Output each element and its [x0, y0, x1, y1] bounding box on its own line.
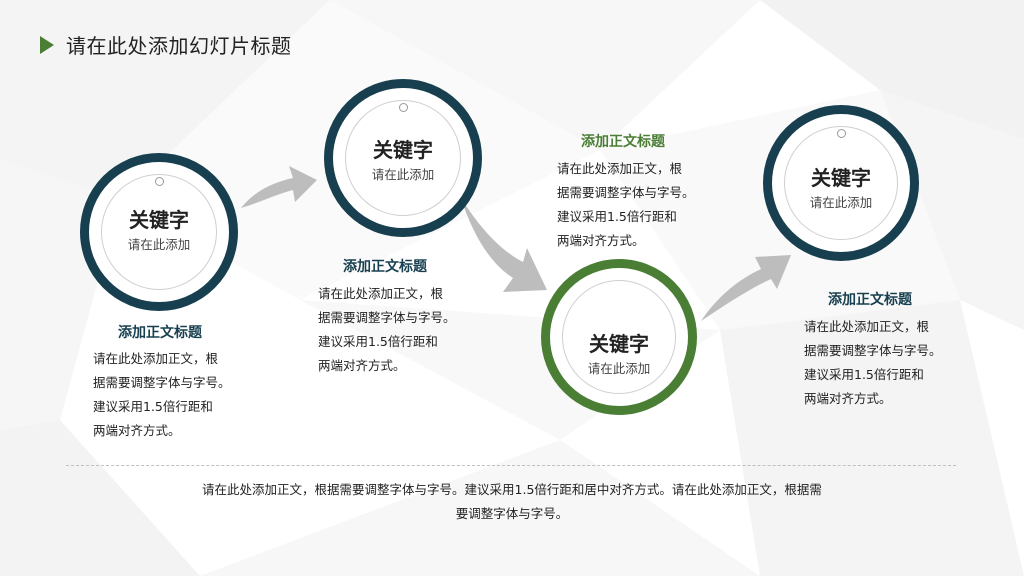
arrow-icon-3 [701, 255, 791, 321]
dashed-divider [66, 465, 956, 466]
block-title-2[interactable]: 添加正文标题 [343, 259, 427, 275]
title-triangle-icon [40, 36, 54, 54]
footer-text[interactable]: 请在此处添加正文，根据需要调整字体与字号。建议采用1.5倍行距和居中对齐方式。请… [202, 482, 822, 521]
arrow-icon-1 [241, 166, 317, 208]
circle-subtext: 请在此添加 [809, 195, 873, 210]
circle-subtext: 请在此添加 [371, 167, 435, 182]
block-body-3[interactable]: 请在此处添加正文，根 据需要调整字体与字号。 建议采用1.5倍行距和 两端对齐方… [557, 161, 695, 248]
keyword-circle-1[interactable]: 关键字 请在此添加 [80, 153, 238, 311]
block-title-4[interactable]: 添加正文标题 [828, 292, 912, 308]
block-body-2[interactable]: 请在此处添加正文，根 据需要调整字体与字号。 建议采用1.5倍行距和 两端对齐方… [318, 286, 456, 373]
circle-keyword: 关键字 [589, 332, 649, 356]
circle-inner [562, 280, 676, 394]
circle-inner [345, 100, 461, 216]
hole-icon [155, 177, 164, 186]
block-body-1[interactable]: 请在此处添加正文，根 据需要调整字体与字号。 建议采用1.5倍行距和 两端对齐方… [93, 351, 231, 438]
circle-keyword: 关键字 [811, 166, 871, 190]
circle-keyword: 关键字 [373, 138, 433, 162]
hole-icon [399, 103, 408, 112]
block-title-3[interactable]: 添加正文标题 [581, 134, 665, 150]
keyword-circle-2[interactable]: 关键字 请在此添加 [324, 79, 482, 237]
circle-inner [784, 126, 898, 240]
circle-keyword: 关键字 [129, 208, 189, 232]
hole-icon [837, 129, 846, 138]
keyword-circle-3[interactable]: 关键字 请在此添加 [541, 259, 697, 415]
circle-subtext: 请在此添加 [587, 361, 651, 376]
circle-subtext: 请在此添加 [127, 237, 191, 252]
arrow-icon-2 [461, 198, 547, 292]
block-body-4[interactable]: 请在此处添加正文，根 据需要调整字体与字号。 建议采用1.5倍行距和 两端对齐方… [804, 319, 942, 406]
block-title-1[interactable]: 添加正文标题 [118, 325, 202, 341]
keyword-circle-4[interactable]: 关键字 请在此添加 [763, 105, 919, 261]
slide-title[interactable]: 请在此处添加幻灯片标题 [66, 34, 292, 58]
circle-inner [101, 174, 217, 290]
